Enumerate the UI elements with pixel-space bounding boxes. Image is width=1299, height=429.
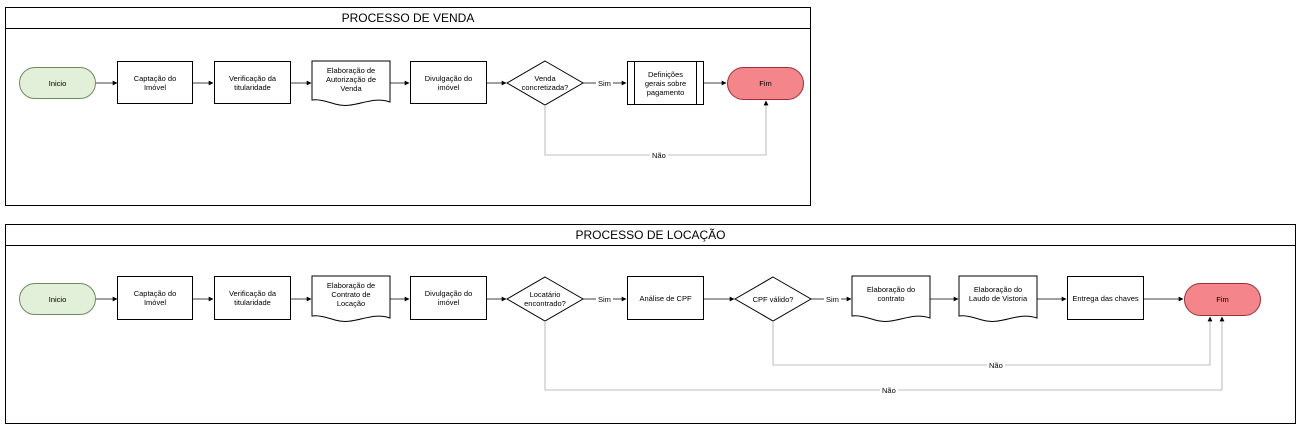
locacao-pool-title: PROCESSO DE LOCAÇÃO: [6, 225, 1295, 246]
venda-nao-label: Não: [650, 151, 668, 160]
locacao-doc-shape-2: [851, 275, 931, 322]
locacao-nao-locatario-label: Não: [880, 386, 898, 395]
locacao-verificacao-label: Verificação da titularidade: [228, 289, 277, 307]
venda-elaboracao-autorizacao-doc[interactable]: Elaboração de Autorização de Venda: [312, 61, 390, 97]
locacao-end-terminal[interactable]: Fim: [1184, 283, 1261, 316]
locacao-start-label: Inicio: [48, 294, 67, 304]
venda-sim-label: Sim: [596, 79, 613, 88]
locacao-divulgacao-box[interactable]: Divulgação do imóvel: [410, 276, 487, 320]
venda-end-label: Fim: [759, 79, 772, 88]
locacao-elaboracao-locacao-doc[interactable]: Elaboração de Contrato de Locação: [312, 276, 390, 312]
locacao-end-label: Fim: [1216, 295, 1229, 304]
venda-captacao-label: Captação do Imóvel: [133, 73, 177, 92]
locacao-analise-cpf-box[interactable]: Análise de CPF: [627, 276, 704, 320]
venda-divulgacao-label: Divulgação do imóvel: [424, 73, 473, 92]
locacao-decision-locatario-label: Locatário encontrado?: [524, 290, 566, 308]
locacao-decision-cpf[interactable]: CPF válido?: [735, 277, 811, 321]
venda-pool: PROCESSO DE VENDA: [5, 7, 811, 206]
locacao-analise-cpf-label: Análise de CPF: [639, 293, 692, 303]
locacao-decision-locatario[interactable]: Locatário encontrado?: [507, 277, 583, 321]
locacao-elaboracao-contrato-label: Elaboração do contrato: [866, 285, 916, 303]
locacao-arrow-nao-locatario: [544, 316, 1225, 391]
locacao-nao-cpf-label: Não: [987, 361, 1005, 370]
locacao-captacao-label: Captação do Imóvel: [133, 289, 177, 307]
locacao-divulgacao-label: Divulgação do imóvel: [424, 289, 473, 307]
venda-start-label: Inicio: [48, 78, 67, 88]
locacao-entrega-chaves-box[interactable]: Entrega das chaves: [1067, 276, 1144, 320]
venda-decision-label: Venda concretizada?: [521, 74, 569, 92]
locacao-pool: PROCESSO DE LOCAÇÃO: [5, 224, 1296, 424]
locacao-sim-label-2: Sim: [824, 295, 841, 304]
venda-definicoes-box[interactable]: Definições gerais sobre pagamento: [627, 61, 704, 105]
venda-decision[interactable]: Venda concretizada?: [507, 61, 583, 105]
venda-pool-title: PROCESSO DE VENDA: [6, 8, 810, 29]
locacao-verificacao-box[interactable]: Verificação da titularidade: [214, 276, 291, 320]
venda-captacao-box[interactable]: Captação do Imóvel: [117, 61, 193, 104]
locacao-elaboracao-laudo-label: Elaboração do Laudo de Vistoria: [968, 285, 1028, 303]
venda-definicoes-label: Definições gerais sobre pagamento: [644, 69, 687, 97]
venda-start-terminal[interactable]: Inicio: [19, 67, 96, 99]
locacao-captacao-box[interactable]: Captação do Imóvel: [117, 276, 193, 320]
venda-elaboracao-autorizacao-label: Elaboração de Autorização de Venda: [325, 65, 377, 93]
locacao-elaboracao-locacao-label: Elaboração de Contrato de Locação: [326, 280, 376, 308]
venda-end-terminal[interactable]: Fim: [727, 67, 804, 100]
locacao-arrow-nao-cpf: [772, 316, 1213, 366]
venda-doc-shape: [311, 60, 391, 106]
locacao-start-terminal[interactable]: Inicio: [19, 283, 96, 315]
locacao-elaboracao-laudo-doc[interactable]: Elaboração do Laudo de Vistoria: [959, 276, 1037, 312]
locacao-decision-cpf-label: CPF válido?: [752, 294, 794, 304]
venda-arrow-nao: [544, 100, 769, 156]
venda-verificacao-box[interactable]: Verificação da titularidade: [214, 61, 291, 104]
venda-divulgacao-box[interactable]: Divulgação do imóvel: [410, 61, 487, 104]
venda-verificacao-label: Verificação da titularidade: [228, 73, 277, 92]
locacao-elaboracao-contrato-doc[interactable]: Elaboração do contrato: [852, 276, 930, 312]
locacao-doc-shape-1: [311, 275, 391, 322]
locacao-sim-label-1: Sim: [596, 295, 613, 304]
locacao-doc-shape-3: [958, 275, 1038, 322]
locacao-entrega-chaves-label: Entrega das chaves: [1072, 293, 1139, 303]
